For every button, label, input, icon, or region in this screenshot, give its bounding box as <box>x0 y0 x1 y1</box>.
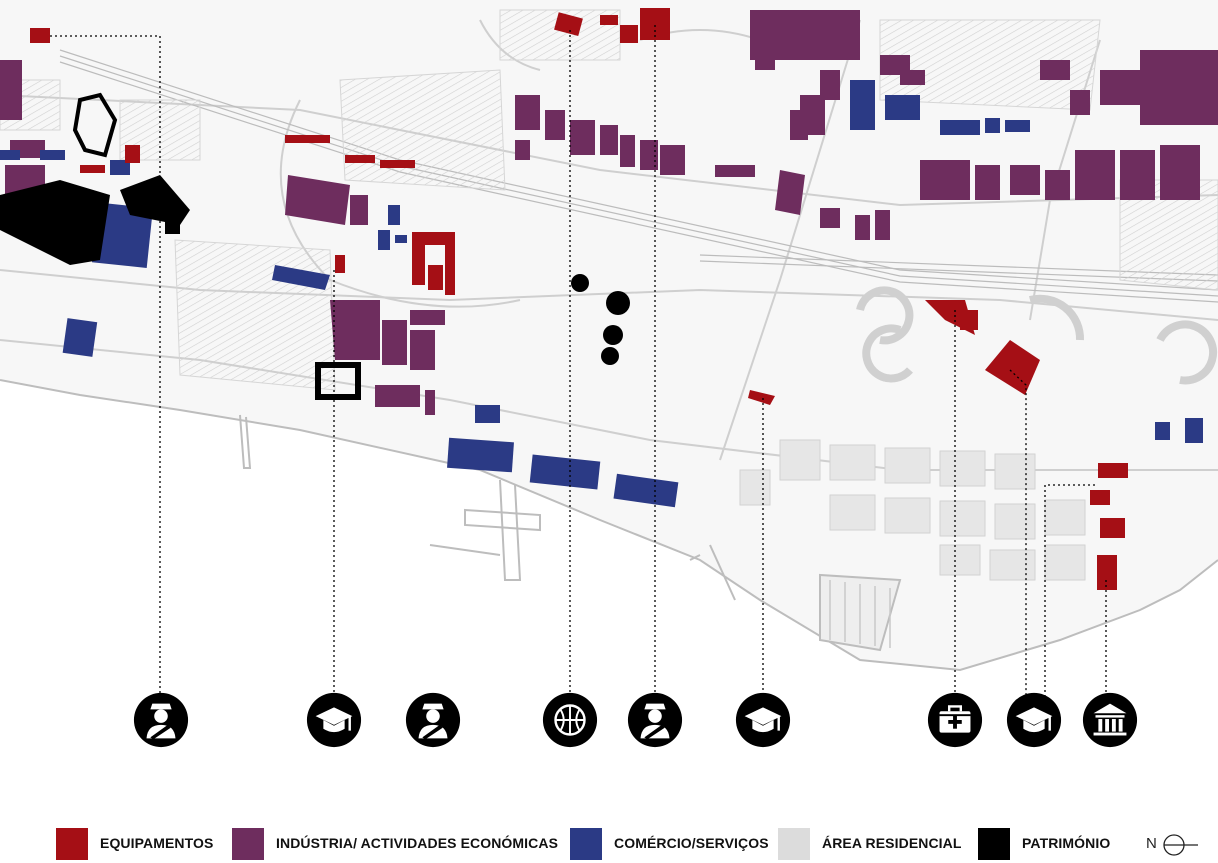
equipment-buildings <box>30 8 1128 590</box>
residential-areas <box>0 9 1218 391</box>
legend-swatch <box>56 828 88 860</box>
coastline <box>0 379 1218 672</box>
basketball-icon <box>541 691 599 749</box>
graduation-cap-icon <box>1006 692 1062 748</box>
graduation-cap-icon <box>306 692 362 748</box>
curved-buildings <box>856 286 1218 385</box>
legend-swatch <box>778 828 810 860</box>
legend-label: INDÚSTRIA/ ACTIVIDADES ECONÓMICAS <box>276 835 559 851</box>
legend-label: EQUIPAMENTOS <box>100 835 214 851</box>
worker-icon <box>133 692 189 748</box>
legend-swatch <box>232 828 264 860</box>
museum-icon <box>1082 692 1138 748</box>
legend-swatch <box>570 828 602 860</box>
worker-icon <box>405 692 461 748</box>
leader-lines <box>50 25 1107 700</box>
legend-label: PATRIMÓNIO <box>1022 835 1111 851</box>
commerce-buildings <box>0 80 1203 508</box>
north-arrow: N <box>1146 831 1206 859</box>
heritage-buildings <box>0 92 361 400</box>
map-legend: EQUIPAMENTOS INDÚSTRIA/ ACTIVIDADES ECON… <box>56 826 1206 862</box>
industry-buildings <box>0 10 1218 415</box>
north-arrow-icon <box>1163 834 1198 856</box>
north-label: N <box>1146 835 1157 852</box>
marina-berths <box>829 580 891 648</box>
graduation-cap-icon <box>735 692 791 748</box>
worker-icon <box>627 692 683 748</box>
legend-swatch <box>978 828 1010 860</box>
first-aid-kit-icon <box>926 691 984 749</box>
sports-facilities <box>571 274 630 365</box>
poi-icons <box>133 691 1138 749</box>
legend-label: ÁREA RESIDENCIAL <box>822 835 962 851</box>
residential-blocks <box>739 439 1086 581</box>
legend-label: COMÉRCIO/SERVIÇOS <box>614 835 769 851</box>
